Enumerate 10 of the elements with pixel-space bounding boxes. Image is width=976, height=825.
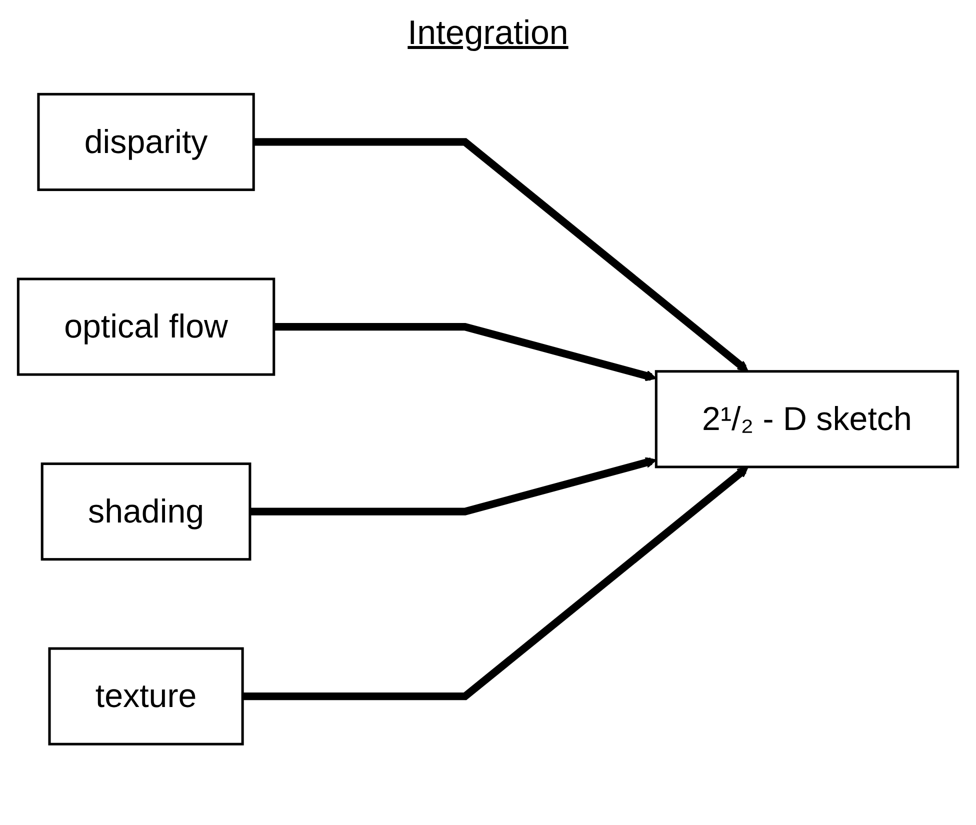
node-box: texture bbox=[48, 647, 244, 746]
title: Integration bbox=[406, 14, 570, 53]
node-box: shading bbox=[40, 462, 252, 560]
arrow bbox=[250, 456, 657, 516]
arrow bbox=[242, 466, 749, 700]
arrow bbox=[274, 322, 657, 382]
node-box: disparity bbox=[37, 92, 255, 191]
node-box: 2¹/₂ - D sketch bbox=[654, 370, 960, 468]
arrow bbox=[254, 138, 749, 372]
node-box: optical flow bbox=[16, 278, 276, 376]
